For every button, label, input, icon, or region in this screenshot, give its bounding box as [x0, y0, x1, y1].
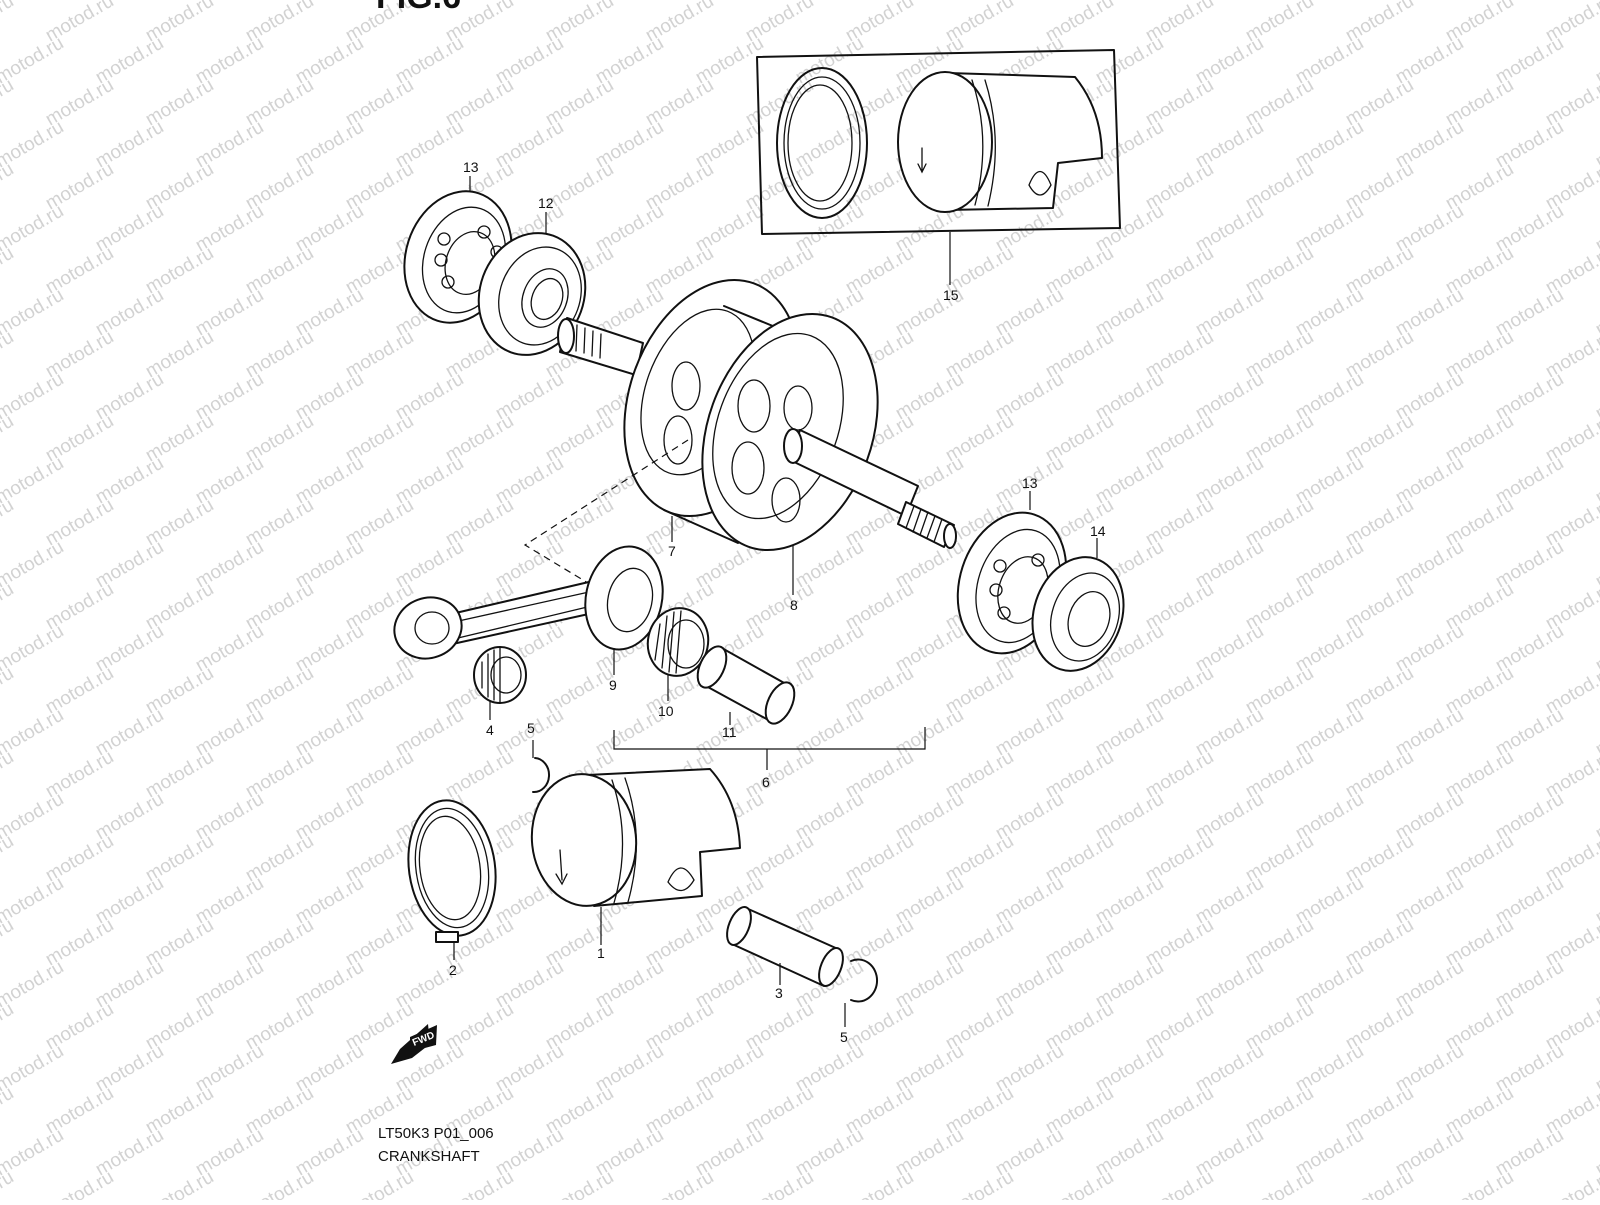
callout-13-left: 13 — [463, 159, 479, 175]
crank-right-shaft-end — [943, 523, 957, 549]
watermark-text: motod.ru — [0, 579, 17, 635]
watermark-text: motod.ru — [0, 831, 17, 887]
crank-pin — [696, 645, 796, 725]
callout-12: 12 — [538, 195, 554, 211]
part-15-piston-crown — [897, 71, 993, 213]
watermark-text: motod.ru — [0, 327, 17, 383]
watermark-text: motod.ru — [642, 1167, 717, 1200]
callout-1: 1 — [597, 945, 605, 961]
part-6-bracket — [613, 727, 926, 750]
watermark-text: motod.ru — [0, 495, 17, 551]
fwd-arrow-icon: FWD — [391, 1024, 437, 1064]
callout-labels: 13 12 15 7 8 13 14 9 10 11 4 5 6 2 1 3 5 — [449, 159, 1106, 1045]
circlip-lower — [850, 958, 879, 1003]
crank-left-journal-end — [557, 318, 575, 354]
watermark-text: motod.ru — [0, 411, 17, 467]
figure-code: LT50K3 P01_006 — [378, 1125, 494, 1142]
watermark-text: motod.ru — [0, 999, 17, 1055]
watermark-text: motod.ru — [942, 1167, 1017, 1200]
piston — [530, 768, 741, 907]
watermark-text: motod.ru — [0, 201, 67, 257]
watermark-text: motod.ru — [0, 33, 67, 89]
circlip-upper — [532, 757, 550, 794]
watermark-text: motod.ru — [0, 285, 67, 341]
watermark-text: motod.ru — [0, 1125, 67, 1181]
watermark-text: motod.ru — [0, 789, 67, 845]
watermark-text: motod.ru — [0, 663, 17, 719]
watermark-text: motod.ru — [1142, 1167, 1217, 1200]
watermark-text: motod.ru — [0, 369, 67, 425]
piston-ring-set — [407, 799, 497, 943]
watermark-text: motod.ru — [1242, 1167, 1317, 1200]
watermark-text: motod.ru — [342, 1167, 417, 1200]
watermark-text: motod.ru — [142, 1167, 217, 1200]
part-12-body — [477, 232, 587, 356]
callout-3: 3 — [775, 985, 783, 1001]
watermark-text: motod.ru — [1042, 1167, 1117, 1200]
watermark-text: motod.ru — [0, 453, 67, 509]
piston-pin — [726, 906, 844, 987]
callout-14: 14 — [1090, 523, 1106, 539]
watermark-text: motod.ru — [42, 1167, 117, 1200]
small-end-needle-bearing — [473, 646, 527, 704]
conrod-small-end — [393, 596, 463, 660]
figure-title: FIG.6 — [376, 0, 461, 16]
big-end-needle-bearing — [646, 607, 710, 677]
watermark-text: motod.ru — [0, 705, 67, 761]
watermark-text: motod.ru — [0, 957, 67, 1013]
connecting-rod — [393, 545, 664, 660]
watermark-text: motod.ru — [1542, 1167, 1600, 1200]
left-oil-seal — [477, 232, 587, 356]
watermark-text: motod.ru — [0, 75, 17, 131]
oversize-piston-set — [756, 49, 1121, 235]
watermark-text: motod.ru — [1442, 1167, 1517, 1200]
crankshaft-assembly — [557, 278, 957, 552]
watermark-text: motod.ru — [1342, 1167, 1417, 1200]
callout-9: 9 — [609, 677, 617, 693]
watermark-text: motod.ru — [0, 1083, 17, 1139]
callout-5-upper: 5 — [527, 720, 535, 736]
watermark-text: motod.ru — [842, 1167, 917, 1200]
callout-5-lower: 5 — [840, 1029, 848, 1045]
watermark-text: motod.ru — [0, 747, 17, 803]
part-14-body — [1031, 556, 1125, 672]
assembly-dash-line — [523, 439, 689, 584]
callout-2: 2 — [449, 962, 457, 978]
watermark-text: motod.ru — [0, 537, 67, 593]
watermark-text: motod.ru — [0, 915, 17, 971]
part-15-ring-outer — [776, 67, 868, 219]
callout-10: 10 — [658, 703, 674, 719]
watermark-text: motod.ru — [742, 1167, 817, 1200]
crank-right-shaft-root — [783, 428, 803, 464]
part-15-frame — [756, 49, 1121, 235]
callout-11: 11 — [722, 724, 737, 740]
watermark-text: motod.ru — [0, 0, 17, 46]
watermark-text: motod.ru — [0, 243, 17, 299]
watermark-text: motod.ru — [0, 873, 67, 929]
watermark-text: motod.ru — [542, 1167, 617, 1200]
callout-8: 8 — [790, 597, 798, 613]
watermark-text: motod.ru — [0, 117, 67, 173]
right-oil-seal — [1031, 556, 1125, 672]
watermark-text: motod.ru — [0, 159, 17, 215]
callout-6: 6 — [762, 774, 770, 790]
callout-13-right: 13 — [1022, 475, 1038, 491]
leader-lines — [453, 176, 1098, 1027]
part-2-ring-gap — [435, 931, 459, 943]
watermark-text: motod.ru — [242, 1167, 317, 1200]
callout-7: 7 — [668, 543, 676, 559]
callout-4: 4 — [486, 722, 494, 738]
watermark-text: motod.ru — [0, 1041, 67, 1097]
watermark-text: motod.ru — [0, 621, 67, 677]
callout-15: 15 — [943, 287, 959, 303]
watermark-text: motod.ru — [442, 1167, 517, 1200]
figure-name: CRANKSHAFT — [378, 1148, 480, 1165]
